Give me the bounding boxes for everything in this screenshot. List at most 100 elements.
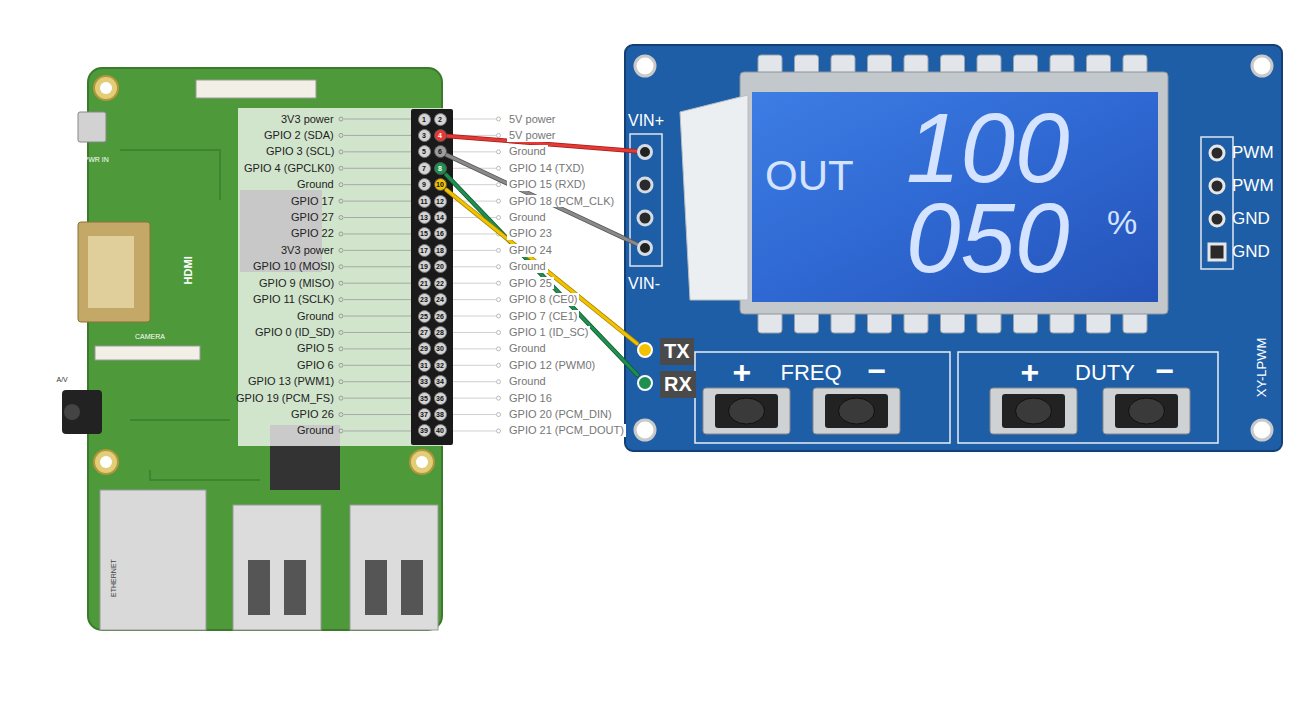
pin-number: 38 [434,408,447,421]
pin-number: 19 [418,260,431,273]
leader-line [344,135,411,136]
signal-label: TX [660,338,694,365]
lcd-text: OUT [765,152,854,200]
pin-label: GPIO 13 (PWM1) [248,375,334,388]
wire-outline [446,175,637,375]
terminal-block [630,134,662,266]
button-symbol: + [733,354,752,391]
leader-line [453,414,496,415]
leader-dot [497,298,501,302]
signal-pad: RX [637,375,653,391]
pin-number: 16 [434,227,447,240]
pin-number: 39 [418,424,431,437]
button-cap [1016,398,1052,424]
terminal-hole: VIN+ [637,144,653,160]
usb-port [401,560,423,615]
mounting-hole [100,456,112,468]
button-symbol: + [1021,354,1040,391]
pin-label: GPIO 15 (RXD) [507,178,587,191]
leader-line [344,201,411,202]
pin-number: 33 [418,375,431,388]
leader-line [344,332,411,333]
leader-dot [339,413,343,417]
pin-number: 24 [434,293,447,306]
leader-line [453,332,496,333]
leader-line [344,168,411,169]
silkscreen-text: A/V [57,376,68,384]
silkscreen-text: ETHERNET [110,559,118,597]
usb-port [248,560,270,615]
pin-name: PWM [1232,176,1274,196]
button-body [1115,394,1178,428]
leader-dot [339,133,343,137]
pin-number: 3 [418,129,431,142]
lcd-screen [752,92,1158,302]
header-hole [1209,244,1225,260]
leader-dot [497,183,501,187]
mounting-hole [416,456,428,468]
usb-port [350,505,438,630]
leader-dot [339,232,343,236]
mounting-hole [1252,56,1272,76]
lcd-frame [740,72,1168,314]
pin-number: 23 [418,293,431,306]
silkscreen-text: CAMERA [135,333,165,341]
leader-line [344,217,411,218]
pin-label: GPIO 14 (TXD) [507,162,586,175]
leader-line [344,414,411,415]
pin-number: 18 [434,244,447,257]
button-frame [695,352,950,443]
pin-label: GPIO 9 (MISO) [259,277,334,290]
signal-label: RX [660,371,696,398]
mounting-hole [635,420,655,440]
button-cap [839,398,875,424]
hdmi-port [88,236,134,308]
pin-name: PWM [1232,143,1274,163]
button-symbol: − [868,353,887,390]
terminal-hole: VIN- [637,240,653,256]
pin-number: 30 [434,342,447,355]
leader-line [344,381,411,382]
pin-label: 3V3 power [281,244,334,257]
pin-number: 6 [438,148,442,155]
leader-line [453,398,496,399]
button-body [703,388,790,434]
button-cap [1129,398,1165,424]
terminal-label: VIN+ [628,112,664,130]
audio-jack [62,390,102,434]
leader-dot [497,199,501,203]
leader-dot [497,330,501,334]
wire [447,155,638,244]
leader-dot [497,150,501,154]
leader-dot [497,133,501,137]
pin-number: 22 [434,277,447,290]
pin-label: GPIO 23 [507,227,554,240]
button-body [825,394,888,428]
button-cap [729,398,765,424]
pin-label: GPIO 26 [291,408,334,421]
leader-dot [339,396,343,400]
pin-number: 27 [418,326,431,339]
leader-dot [497,117,501,121]
pin-label: GPIO 5 [297,342,334,355]
leader-dot [339,248,343,252]
pin-number: 28 [434,326,447,339]
display-connector [196,80,316,98]
gpio-pin: 8 [434,162,447,175]
pin-number: 17 [418,244,431,257]
leader-dot [497,380,501,384]
leader-line [453,119,496,120]
jumper-wire [447,190,638,344]
leader-line [344,250,411,251]
pin-label: GPIO 4 (GPCLK0) [244,162,334,175]
leader-line [453,266,496,267]
leader-dot [339,199,343,203]
leader-line [344,233,411,234]
silkscreen-text: HDMI [182,256,195,284]
pin-label: GPIO 25 [507,277,554,290]
leader-line [344,348,411,349]
gpio-header [411,109,453,445]
pin-number: 2 [434,113,447,126]
pin-name: GND [1232,242,1270,262]
